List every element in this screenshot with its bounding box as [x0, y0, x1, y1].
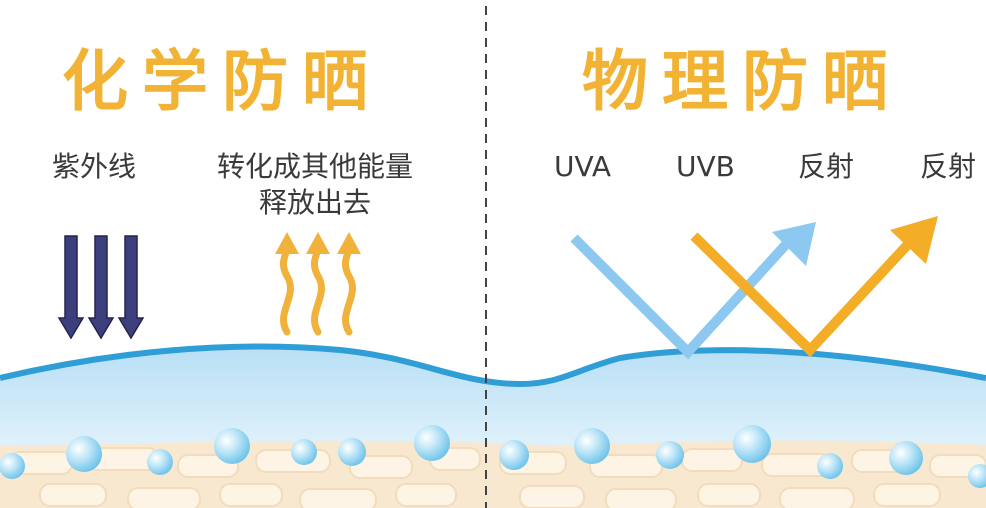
skin-cells [9, 447, 986, 508]
uva-ray-line [570, 234, 794, 360]
bubble-icon [338, 438, 366, 466]
wavy-up-arrow-head [306, 232, 330, 254]
uva-reflect-arrow-icon [570, 222, 816, 360]
wavy-up-arrow-icon [310, 244, 325, 336]
down-arrow-icon [117, 235, 145, 340]
down-arrow-icon-group [57, 235, 145, 340]
bubble-icon [147, 449, 173, 475]
wavy-up-arrow-icon [279, 244, 294, 336]
uvb-reflect-arrow-icon [690, 216, 938, 358]
bubble-icon [733, 425, 771, 463]
bubble-icon [656, 441, 684, 469]
bubble-icon [414, 425, 450, 461]
physical-sunscreen-title: 物理防晒 [582, 43, 902, 120]
uvb-ray-line [690, 232, 916, 358]
reflect-label-1: 反射 [798, 150, 855, 183]
uvb-ray-arrowhead [890, 216, 938, 264]
skin-surface-line [0, 343, 986, 388]
uv-label: 紫外线 [52, 150, 137, 183]
convert-energy-label-line2: 释放出去 [258, 186, 371, 219]
chemical-sunscreen-title: 化学防晒 [62, 43, 382, 120]
down-arrow-icon [57, 235, 85, 340]
convert-energy-label-line1: 转化成其他能量 [216, 150, 413, 183]
bubble-icon-group [0, 425, 986, 488]
reflect-label-2: 反射 [920, 150, 977, 183]
bubble-icon [0, 453, 25, 479]
wavy-up-arrow-icon [341, 244, 356, 336]
bubble-icon [889, 441, 923, 475]
bubble-icon [291, 439, 317, 465]
bubble-icon [499, 440, 529, 470]
down-arrow-icon [87, 235, 115, 340]
bubble-icon [66, 436, 102, 472]
bubble-icon [214, 428, 250, 464]
skin-water-layer [0, 346, 986, 446]
wavy-up-arrow-icon-group [275, 232, 361, 336]
bubble-icon [574, 428, 610, 464]
uvb-label: UVB [676, 150, 735, 183]
uva-label: UVA [554, 150, 612, 183]
bubble-icon [968, 464, 986, 488]
uva-ray-arrowhead [772, 222, 816, 266]
wavy-up-arrow-head [275, 232, 299, 254]
bubble-icon [817, 453, 843, 479]
wavy-up-arrow-head [337, 232, 361, 254]
